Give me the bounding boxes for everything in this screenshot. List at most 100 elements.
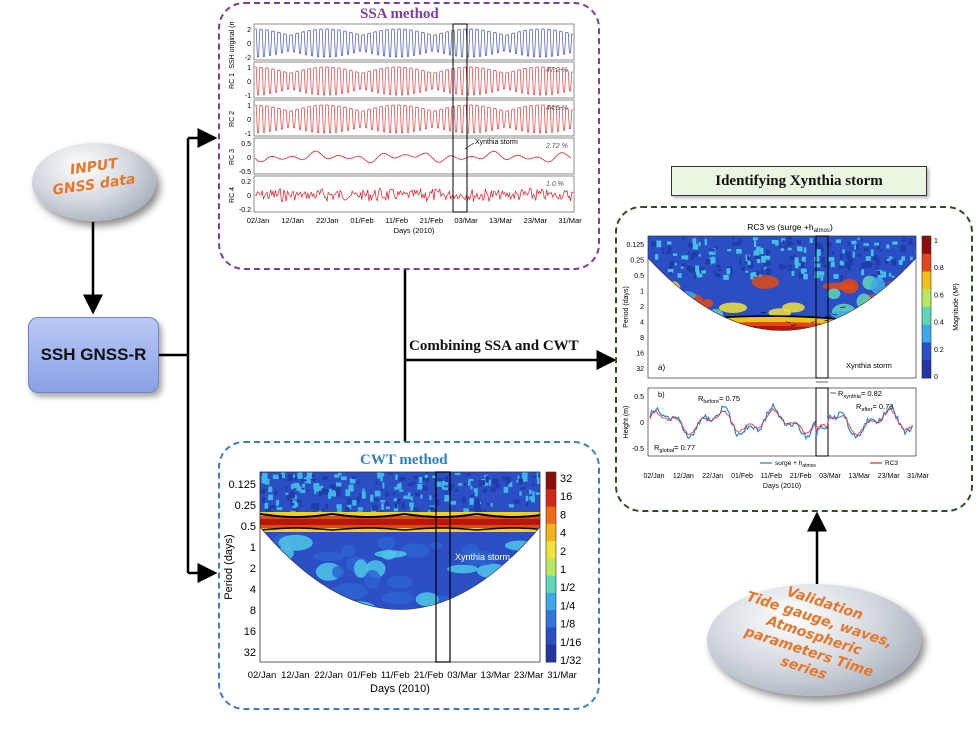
cwt-noise-cell [371, 504, 378, 511]
xyn-contour [657, 315, 883, 331]
xyn-noise-cell [771, 239, 776, 244]
cwt-lowfreq-blob [357, 615, 397, 637]
cwt-lowfreq-blob [491, 611, 544, 634]
cwt-blob [374, 550, 407, 558]
cwt-noise-cell [532, 491, 535, 498]
xyn-noise-cell [839, 260, 843, 264]
xyn-noise-cell [782, 265, 787, 269]
cwt-noise-cell [398, 476, 403, 482]
cwt-panel-title: CWT method [360, 452, 448, 468]
cwt-xtick: 21/Feb [414, 670, 444, 681]
cwt-noise-cell [492, 478, 499, 486]
xyn-noise-cell [892, 241, 897, 245]
xyn-noise-cell [847, 242, 851, 246]
cwt-noise-cell [347, 504, 352, 510]
xyn-noise-cell [900, 244, 906, 250]
xyn-noise-cell [668, 271, 672, 275]
xyn-noise-cell [709, 249, 715, 253]
xyn-legend-surge-text: surge + h [775, 460, 803, 467]
cwt-noise-cell [393, 498, 398, 502]
cwt-noise-cell [341, 476, 347, 481]
xyn-a-label: a) [658, 363, 665, 372]
xyn-a-ytick: 32 [636, 366, 644, 373]
cwt-noise-cell [306, 472, 313, 480]
cwt-lowfreq-blob [337, 630, 377, 645]
cwt-noise-cell [297, 504, 303, 507]
ssa-row-percent: 47.2 % [546, 67, 568, 74]
cwt-noise-cell [450, 500, 456, 505]
cwt-ytick: 0.5 [241, 521, 256, 533]
cwt-noise-cell [432, 475, 436, 479]
xyn-noise-cell [756, 270, 760, 276]
cwt-lowfreq-blob [325, 623, 395, 642]
cwt-noise-cell [435, 498, 440, 506]
cwt-noise-cell [525, 495, 529, 502]
cwt-noise-cell [528, 489, 532, 495]
cwt-noise-cell [479, 480, 486, 486]
cwt-cone-line [259, 526, 541, 610]
xyn-colorbar-label: 0.2 [934, 347, 944, 354]
xyn-blob [827, 288, 841, 299]
cwt-noise-cell [409, 499, 413, 505]
cwt-noise-cell [385, 506, 390, 509]
ssa-signal-line [255, 104, 574, 134]
xyn-noise-cell [752, 237, 758, 241]
xyn-noise-cell [737, 241, 741, 246]
cwt-noise-cell [345, 489, 351, 497]
cwt-blob [338, 601, 376, 610]
cwt-noise-cell [272, 474, 279, 480]
cwt-noise-cell [335, 482, 342, 487]
cwt-noise-cell [388, 472, 393, 475]
cwt-blob [332, 583, 368, 600]
cwt-noise-cell [485, 477, 489, 482]
xyn-noise-cell [655, 254, 659, 260]
cwt-lowfreq-blob [374, 635, 417, 650]
xyn-noise-cell [818, 244, 823, 249]
cwt-noise-cell [422, 477, 426, 481]
cwt-noise-cell [265, 506, 272, 512]
cwt-blob [415, 592, 439, 607]
xyn-colorbar-label: 0 [934, 374, 938, 381]
cwt-xlabel: Days (2010) [370, 683, 430, 695]
cwt-noise-cell [382, 482, 385, 489]
xyn-noise-cell [786, 236, 792, 240]
cwt-noise-cell [403, 495, 409, 500]
xyn-noise-cell [754, 255, 760, 259]
xynthia-header: Identifying Xynthia storm [671, 166, 927, 196]
cwt-colorbar-seg [546, 558, 556, 577]
xyn-noise-cell [701, 270, 707, 274]
cwt-noise-cell [488, 479, 491, 486]
xyn-noise-cell [755, 248, 759, 251]
ssa-xtick: 01/Feb [350, 216, 373, 225]
xyn-noise-cell [779, 245, 782, 250]
xyn-noise-cell [695, 270, 700, 276]
cwt-noise-cell [408, 482, 413, 487]
xyn-noise-cell [847, 258, 854, 266]
xyn-noise-cell [800, 261, 805, 269]
cwt-noise-cell [470, 494, 476, 497]
xyn-colorbar-label: 1 [934, 238, 938, 245]
cwt-colorbar-seg [546, 506, 556, 525]
xyn-noise-cell [821, 256, 825, 264]
cwt-noise-cell [361, 491, 366, 499]
ssa-row-ylabel: SSH original (m) [229, 22, 236, 69]
cwt-noise-cell [503, 486, 509, 493]
xyn-noise-cell [835, 239, 841, 244]
cwt-noise-cell [396, 483, 400, 490]
cwt-colorbar-label: 1 [560, 564, 566, 576]
xyn-title-end: ) [830, 222, 833, 232]
cwt-noise-cell [392, 492, 396, 496]
cwt-noise-cell [362, 488, 365, 493]
cwt-blob [519, 584, 538, 598]
cwt-noise-cell [463, 482, 466, 486]
cwt-ytick: 4 [250, 584, 256, 596]
cwt-storm-label: Xynthia storm [455, 552, 510, 562]
xyn-noise-cell [891, 259, 897, 266]
cwt-blob [477, 563, 508, 579]
cwt-noise-cell [463, 508, 469, 514]
ssa-row-tick: 0.5 [241, 141, 251, 148]
xyn-noise-cell [840, 275, 844, 282]
cwt-lowfreq-blob [390, 617, 466, 634]
xyn-title-sub: atmos [814, 228, 830, 234]
cwt-noise-cell [294, 502, 299, 507]
